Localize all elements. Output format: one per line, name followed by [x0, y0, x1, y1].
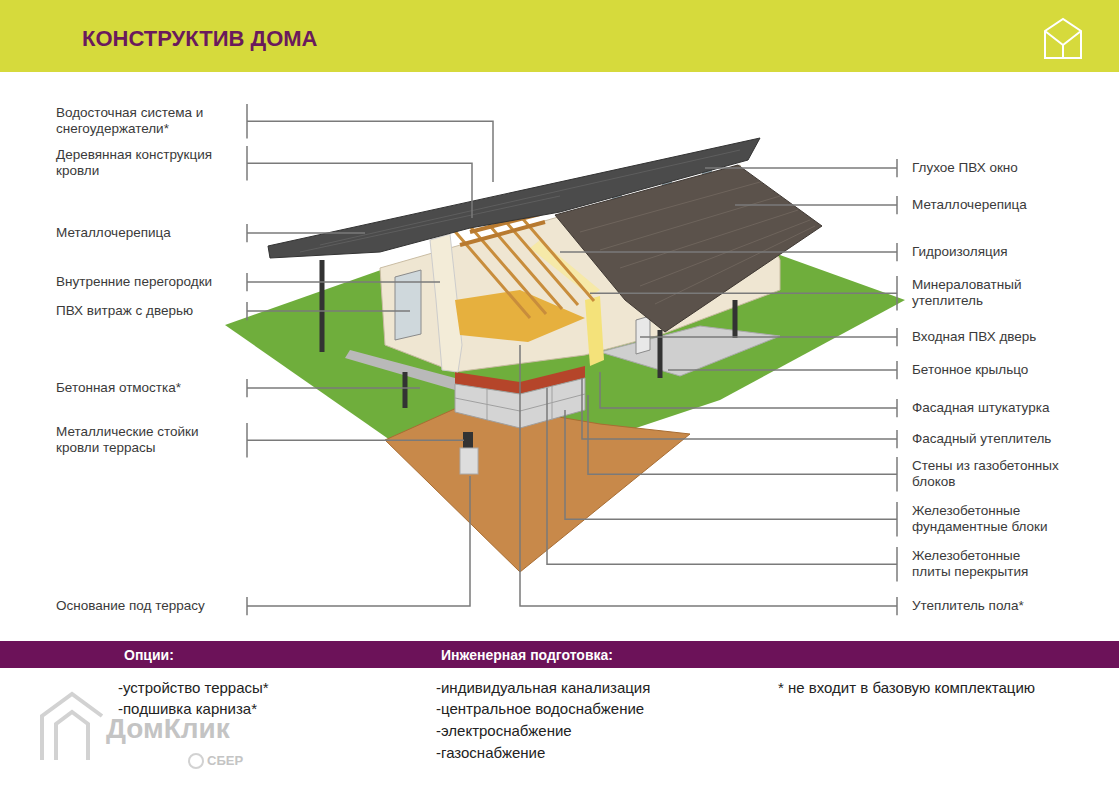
leader-line — [565, 410, 897, 519]
pvc-vitrage — [395, 270, 421, 340]
leader-line — [582, 378, 897, 439]
leader-line — [668, 369, 897, 371]
watermark: ДомКлик — [106, 712, 230, 746]
terrace-base — [460, 448, 478, 474]
utility-item: -центральное водоснабжение — [436, 700, 644, 718]
leader-line — [590, 292, 897, 294]
watermark-icon — [189, 754, 203, 768]
utility-item: -электроснабжение — [436, 722, 572, 740]
callout-label: Минераловатный утеплитель — [912, 277, 1052, 309]
leader-line — [705, 167, 897, 169]
facade-insulation — [585, 296, 604, 366]
logo-icon — [1045, 19, 1081, 58]
leader-line — [600, 372, 897, 408]
watermark-icon — [42, 694, 102, 760]
callout-label: Деревянная конструкция кровли — [56, 147, 241, 179]
options-band: Опции: Инженерная подготовка: — [0, 641, 1119, 668]
callout-label: ПВХ витраж с дверью — [56, 303, 241, 319]
band-heading: Опции: — [124, 647, 174, 663]
callout-label: Фасадный утеплитель — [912, 431, 1107, 447]
gable-roof — [555, 165, 822, 332]
leader-line — [247, 232, 365, 234]
page-title: КОНСТРУКТИВ ДОМА — [82, 26, 318, 52]
callout-label: Водосточная система и снегоудержатели* — [56, 105, 241, 137]
callout-label: Железобетонные фундаментные блоки — [912, 503, 1052, 535]
terrace-post — [463, 432, 473, 450]
leader-line — [560, 251, 897, 253]
leader-line — [247, 439, 464, 441]
footnote: * не входит в базовую комплектацию — [778, 679, 1035, 697]
leader-line — [247, 163, 472, 218]
entrance-door — [636, 316, 650, 354]
leader-line — [640, 336, 897, 338]
callout-label: Внутренние перегородки — [56, 274, 241, 290]
callout-label: Фасадная штукатурка — [912, 400, 1107, 416]
callout-label: Гидроизоляция — [912, 244, 1107, 260]
leader-line — [247, 476, 470, 606]
callout-label: Бетонное крыльцо — [912, 362, 1107, 378]
callout-label: Утеплитель пола* — [912, 598, 1107, 614]
callout-label: Глухое ПВХ окно — [912, 160, 1107, 176]
concrete-porch — [600, 326, 780, 376]
leader-line — [247, 121, 493, 182]
utility-item: -газоснабжение — [436, 744, 545, 762]
callout-label: Стены из газобетонных блоков — [912, 458, 1062, 490]
callout-label: Бетонная отмостка* — [56, 380, 241, 396]
callout-label: Металлочерепица — [912, 197, 1107, 213]
leader-line — [547, 388, 897, 564]
header-band — [0, 0, 1119, 72]
leader-line — [247, 387, 420, 389]
band-heading: Инженерная подготовка: — [441, 647, 613, 663]
option-item: -устройство террасы* — [118, 679, 269, 697]
leader-line — [247, 310, 410, 312]
callout-label: Железобетонные плиты перекрытия — [912, 548, 1052, 580]
callout-label: Металлические стойки кровли террасы — [56, 424, 241, 456]
leader-line — [520, 345, 897, 606]
callout-label: Входная ПВХ дверь — [912, 329, 1107, 345]
utility-item: -индивидуальная канализация — [436, 679, 650, 697]
watermark: СБЕР — [207, 753, 243, 769]
soil-section — [385, 402, 690, 572]
roof-tiles — [580, 182, 815, 304]
callout-label: Основание под террасу — [56, 598, 241, 614]
leader-line — [735, 204, 897, 206]
leader-line — [247, 281, 440, 283]
floor-section — [455, 290, 585, 342]
leader-line — [588, 395, 897, 474]
callout-label: Металлочерепица — [56, 225, 241, 241]
